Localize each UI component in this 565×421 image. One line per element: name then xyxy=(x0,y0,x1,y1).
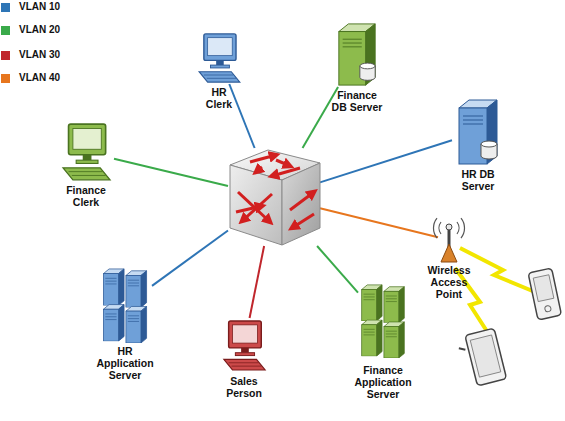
legend-text: VLAN 20 xyxy=(19,24,60,36)
vlan-link xyxy=(320,140,452,182)
pc-node: Sales Person xyxy=(220,318,268,373)
vlan-link xyxy=(303,87,339,148)
server-node: Finance DB Server xyxy=(333,22,381,87)
legend-text: VLAN 10 xyxy=(19,1,60,13)
pc-node: HR Clerk xyxy=(195,32,243,84)
access-point-node: Wireless Access Point xyxy=(438,218,460,262)
vlan-link xyxy=(317,246,358,293)
vlan-link xyxy=(152,230,228,285)
pc-icon xyxy=(63,124,110,180)
server-node: Finance Application Server xyxy=(358,280,408,362)
wireless-bolt xyxy=(460,248,535,292)
legend-swatch xyxy=(1,51,10,60)
node-label: Finance Clerk xyxy=(66,184,106,208)
legend-text: VLAN 30 xyxy=(19,49,60,61)
legend-text: VLAN 40 xyxy=(19,72,60,84)
node-label: HR DB Server xyxy=(450,168,506,192)
vlan-link xyxy=(250,246,265,318)
legend-swatch xyxy=(1,26,10,35)
node-label: Finance Application Server xyxy=(354,364,411,400)
db-server-icon xyxy=(459,100,497,164)
node-label: Sales Person xyxy=(226,375,262,399)
phone-icon xyxy=(528,268,561,320)
app-server-icon xyxy=(103,269,146,343)
vlan-link xyxy=(229,84,254,148)
node-label: Finance DB Server xyxy=(329,89,385,113)
db-server-icon xyxy=(339,24,375,85)
tablet-icon xyxy=(456,328,506,388)
server-node: HR DB Server xyxy=(452,98,504,166)
pc-node: Finance Clerk xyxy=(58,122,114,182)
node-label: Wireless Access Point xyxy=(427,264,470,300)
server-node: HR Application Server xyxy=(98,268,152,343)
legend-swatch xyxy=(1,74,10,83)
switch-node xyxy=(228,148,320,246)
pc-icon xyxy=(199,34,240,82)
legend-swatch xyxy=(1,3,10,12)
switch-icon xyxy=(230,150,320,245)
antenna-icon xyxy=(433,218,464,262)
node-label: HR Application Server xyxy=(96,345,153,381)
node-label: HR Clerk xyxy=(206,86,232,110)
app-server-icon xyxy=(362,285,405,358)
vlan-link xyxy=(320,208,438,237)
pc-icon xyxy=(224,321,265,370)
vlan-link xyxy=(114,159,228,186)
